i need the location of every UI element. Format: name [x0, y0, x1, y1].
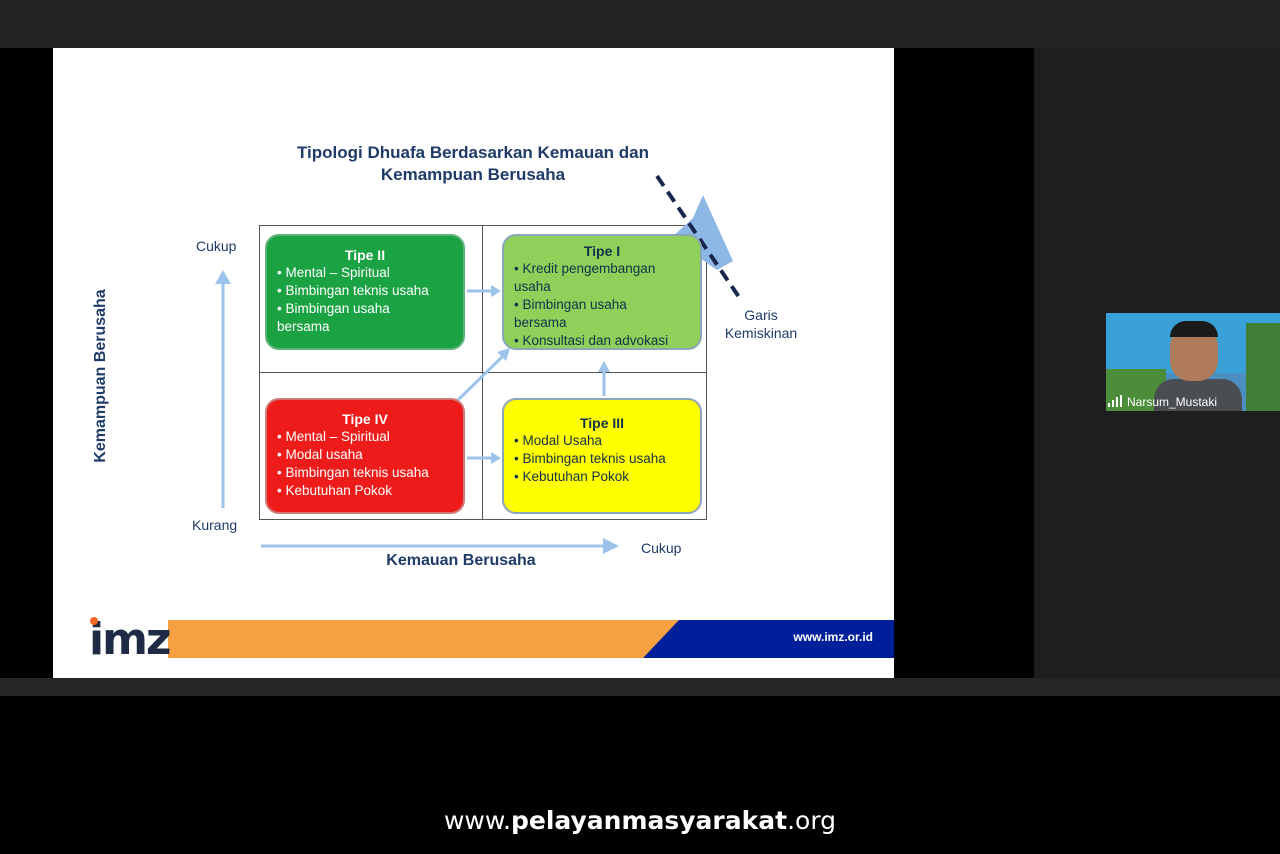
footer-blue-band — [643, 620, 894, 658]
quadrant-tipe-iii: Tipe III • Modal Usaha • Bimbingan tekni… — [502, 398, 702, 514]
arrow-iv-to-i — [456, 354, 505, 402]
bottom-area — [0, 696, 1280, 854]
y-axis-top-label: Cukup — [196, 238, 237, 254]
tipe-iv-title: Tipe IV — [342, 411, 388, 427]
tipe-i-item: • Konsultasi dan advokasi — [514, 333, 669, 348]
x-axis-end-label: Cukup — [641, 540, 682, 556]
footer-url: www.imz.or.id — [793, 630, 873, 644]
tipe-iv-item: • Modal usaha — [277, 447, 363, 462]
tipe-iii-title: Tipe III — [579, 415, 625, 431]
tipe-ii-item: • Bimbingan teknis usaha — [277, 283, 429, 298]
participant-name: Narsum_Mustaki — [1127, 395, 1218, 409]
tipe-ii-item: • Bimbingan usaha — [277, 301, 390, 316]
shared-slide: Tipologi Dhuafa Berdasarkan Kemauan dan … — [53, 48, 894, 678]
slide-title-line-1: Tipologi Dhuafa Berdasarkan Kemauan dan — [296, 143, 650, 162]
tipe-i-item: bersama — [514, 315, 567, 330]
poverty-line-label-2: Kemiskinan — [724, 325, 798, 341]
signal-bars-icon — [1108, 395, 1124, 407]
tipe-iii-item: • Kebutuhan Pokok — [514, 469, 630, 484]
tipe-i-title: Tipe I — [583, 243, 621, 259]
divider-strip — [0, 678, 1280, 696]
tipe-i-item: usaha — [514, 279, 551, 294]
imz-logo: imz — [89, 614, 172, 665]
y-axis-arrowhead — [215, 270, 231, 284]
poverty-line-arrow — [671, 195, 733, 270]
tipe-iv-item: • Mental – Spiritual — [277, 429, 390, 444]
quadrant-grid — [259, 225, 707, 520]
tipe-iii-item: • Bimbingan teknis usaha — [514, 451, 666, 466]
watermark-prefix: www. — [443, 806, 511, 835]
poverty-line-label: Garis Kemiskinan — [711, 306, 811, 342]
imz-logo-dot — [90, 617, 98, 625]
slide-title-line-2: Kemampuan Berusaha — [380, 165, 566, 184]
tipe-i-item: • Bimbingan usaha — [514, 297, 627, 312]
y-axis-bottom-label: Kurang — [192, 517, 238, 533]
x-axis-title: Kemauan Berusaha — [386, 552, 536, 569]
poverty-line-dashed — [655, 174, 743, 302]
tipe-iv-item: • Kebutuhan Pokok — [277, 483, 393, 498]
participant-video-tile[interactable] — [1106, 313, 1280, 411]
quadrant-tipe-iv: Tipe IV • Mental – Spiritual • Modal usa… — [265, 398, 465, 514]
tipe-ii-item: bersama — [277, 319, 330, 334]
diagram-arrows — [215, 174, 743, 554]
tipe-i-item: • Kredit pengembangan — [514, 261, 656, 276]
tipe-iii-item: • Modal Usaha — [514, 433, 603, 448]
poverty-line-label-1: Garis — [744, 307, 778, 323]
tipe-iv-item: • Bimbingan teknis usaha — [277, 465, 429, 480]
top-toolbar — [0, 0, 1280, 48]
y-axis-title: Kemampuan Berusaha — [92, 289, 109, 463]
tipe-ii-item: • Mental – Spiritual — [277, 265, 390, 280]
grid-horizontal-divider — [260, 372, 706, 373]
watermark-brand: pelayanmasyarakat — [510, 806, 788, 835]
participant-body — [1154, 379, 1242, 411]
quadrant-tipe-ii: Tipe II • Mental – Spiritual • Bimbingan… — [265, 234, 465, 350]
x-axis-arrowhead — [603, 538, 619, 554]
watermark: www.pelayanmasyarakat.org — [0, 806, 1280, 835]
participant-name-bar: Narsum_Mustaki — [1106, 393, 1256, 411]
slide-title: Tipologi Dhuafa Berdasarkan Kemauan dan … — [273, 142, 673, 186]
watermark-suffix: .org — [787, 806, 837, 835]
tipe-ii-title: Tipe II — [344, 247, 386, 263]
quadrant-tipe-i: Tipe I • Kredit pengembangan usaha • Bim… — [502, 234, 702, 350]
